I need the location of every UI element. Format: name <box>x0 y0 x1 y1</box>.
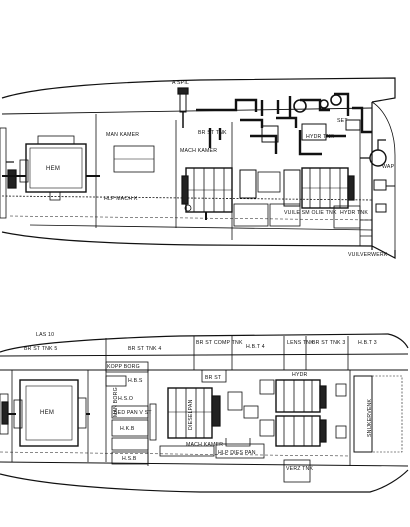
label-br-st-tnk-3: BR ST TNK 3 <box>312 340 345 346</box>
lower-hull-outline <box>0 333 409 493</box>
label-hydr-tnk-top: HYDR TNK <box>306 134 334 140</box>
upper-main-engine-1 <box>181 167 233 220</box>
label-hydr: HYDR <box>292 372 308 378</box>
lower-main-engine-2 <box>275 379 327 413</box>
label-br-st-mid: BR ST <box>205 375 222 381</box>
label-wap: WAP <box>382 164 395 170</box>
label-lower-hem: HEM <box>40 410 54 416</box>
label-mach-kamer-upper: MACH KAMER <box>180 148 217 154</box>
upper-section <box>0 77 396 259</box>
upper-hull-outline <box>1 77 396 259</box>
a-spil-equipment <box>177 87 189 128</box>
label-br-st-tnk-5: BR ST TNK 5 <box>24 346 57 352</box>
label-snijkervenk: SNIJKERVENK <box>367 399 373 437</box>
label-hlp-mach: HLP MACH K <box>104 196 138 202</box>
upper-labels: A SPIL MAN KAMER BR ST TNK SET HYDR TNK … <box>46 80 395 258</box>
label-man-borg: MAN BORG <box>113 387 119 417</box>
label-a-spil: A SPIL <box>172 80 189 86</box>
label-verz-tnk: VERZ TNK <box>286 466 313 472</box>
label-hkb: H.K.B <box>120 426 135 432</box>
upper-piping <box>196 92 372 156</box>
label-dieselpan: DIESELPAN <box>188 399 194 430</box>
label-br-st-tnk: BR ST TNK <box>198 130 227 136</box>
lower-labels: LAS 10 BR ST TNK 5 BR ST TNK 4 BR ST COM… <box>24 332 377 472</box>
label-br-st-comp: BR ST COMP TNK <box>196 340 243 346</box>
upper-hem-engine <box>2 135 100 201</box>
label-hydr-tnk-bottom: HYDR TNK <box>340 210 368 216</box>
label-man-kamer: MAN KAMER <box>106 132 139 138</box>
label-hlp-dies-pan: HLP DIES PAN <box>218 450 256 456</box>
label-hbt-3: H.B.T 3 <box>358 340 377 346</box>
label-lens-tnk: LENS TNK <box>287 340 314 346</box>
lower-main-engine-1 <box>167 387 221 439</box>
label-vuilverwerk: VUILVERWERK <box>348 252 388 258</box>
wap-pump <box>360 139 395 213</box>
label-hsb: H.S.B <box>122 456 137 462</box>
label-bed-pan: BED PAN V ST <box>114 410 152 416</box>
label-hbt-4: H.B.T 4 <box>246 344 265 350</box>
label-vuile-sm-olie: VUILE SM OLIE TNK <box>284 210 337 216</box>
label-hbs: H.B.S <box>128 378 143 384</box>
lower-section <box>0 333 409 493</box>
label-kopp-borg: KOPP BORG <box>107 364 140 370</box>
label-mach-kamer-lower: MACH KAMER <box>186 442 223 448</box>
lower-main-engine-3 <box>275 415 327 447</box>
label-upper-hem: HEM <box>46 166 60 172</box>
label-hso: H.S.O <box>118 396 133 402</box>
label-br-st-tnk-4: BR ST TNK 4 <box>128 346 161 352</box>
upper-main-engine-2 <box>301 167 355 209</box>
label-las: LAS 10 <box>36 332 54 338</box>
label-set: SET <box>337 118 348 124</box>
lower-hem-engine <box>13 379 90 447</box>
